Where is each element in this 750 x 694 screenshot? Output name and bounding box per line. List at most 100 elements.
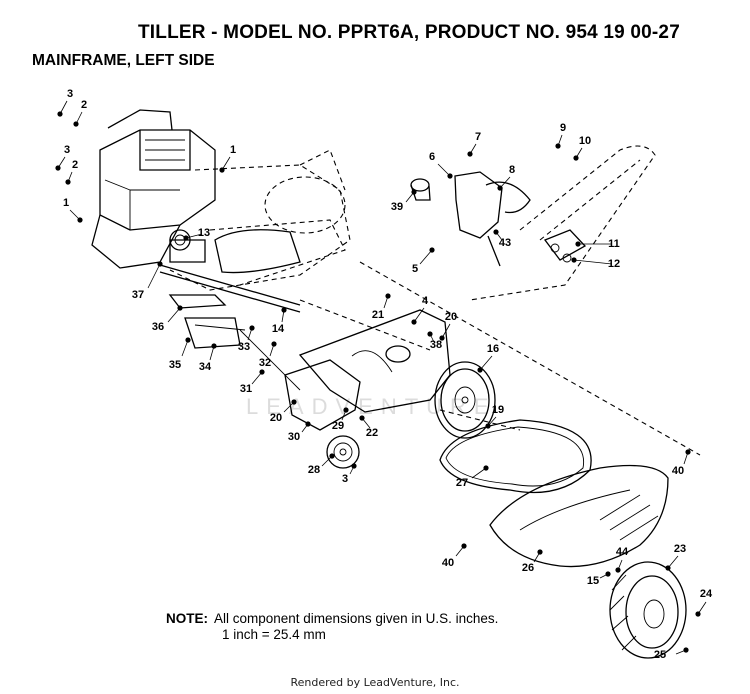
callout-number-c1b: 1: [230, 144, 236, 156]
callout-number-c6: 6: [429, 151, 435, 163]
callout-part-c13: [183, 235, 189, 241]
callout-number-c36: 36: [152, 321, 164, 333]
callout-part-c28: [329, 453, 335, 459]
callout-number-c39: 39: [391, 201, 403, 213]
callout-leader-c13: [185, 233, 203, 239]
wheel-assembly: [609, 561, 687, 659]
callout-part-c25: [683, 647, 689, 653]
callout-part-c24: [695, 611, 701, 617]
callout-part-c2b: [65, 179, 71, 185]
callout-number-c27: 27: [456, 477, 468, 489]
callout-number-c30: 30: [288, 431, 300, 443]
callout-number-c13: 13: [198, 227, 210, 239]
support-bracket: [168, 294, 301, 391]
callout-number-c1a: 1: [63, 197, 69, 209]
callout-part-c1b: [219, 167, 225, 173]
callout-number-c22: 22: [366, 427, 378, 439]
callout-part-c7: [467, 151, 473, 157]
callout-number-c5: 5: [412, 263, 418, 275]
callout-part-c30: [305, 421, 311, 427]
callout-part-c43: [493, 229, 499, 235]
callout-number-c9: 9: [560, 122, 566, 134]
callout-part-c36: [177, 305, 183, 311]
callout-part-c35: [185, 337, 191, 343]
callout-leader-c16: [479, 355, 493, 371]
callout-part-c21: [385, 293, 391, 299]
note-line-2: 1 inch = 25.4 mm: [222, 627, 326, 642]
callout-part-c6: [447, 173, 453, 179]
callout-part-c29: [343, 407, 349, 413]
callout-number-c11: 11: [608, 238, 620, 250]
callout-leader-c23: [667, 555, 679, 569]
callout-part-c20a: [439, 335, 445, 341]
callout-number-c44: 44: [616, 546, 629, 558]
callout-number-c2a: 2: [81, 99, 87, 111]
callout-part-c3c: [351, 463, 357, 469]
callout-part-c22: [359, 415, 365, 421]
callout-number-c10: 10: [579, 135, 591, 147]
callout-part-c12: [571, 257, 577, 263]
callout-number-c29: 29: [332, 420, 344, 432]
callout-part-c2a: [73, 121, 79, 127]
callout-number-c40a: 40: [672, 465, 684, 477]
callout-part-c9: [555, 143, 561, 149]
handlebar-outline: [299, 145, 701, 456]
callout-number-c8: 8: [509, 164, 515, 176]
callout-number-c3b: 3: [64, 144, 70, 156]
callout-part-c4: [411, 319, 417, 325]
callout-number-c37: 37: [132, 289, 144, 301]
belt-cover: [489, 464, 669, 568]
callout-part-c40b: [461, 543, 467, 549]
callout-part-c3b: [55, 165, 61, 171]
callout-part-c19: [485, 423, 491, 429]
callout-leader-c5: [419, 249, 433, 265]
engine-assembly: [91, 109, 216, 269]
callout-number-c40b: 40: [442, 557, 454, 569]
callout-part-c27: [483, 465, 489, 471]
callout-number-c35: 35: [169, 359, 181, 371]
callout-part-c5: [429, 247, 435, 253]
callout-number-c4: 4: [422, 295, 429, 307]
callout-part-c40a: [685, 449, 691, 455]
callout-part-c1a: [77, 217, 83, 223]
callout-part-c33: [249, 325, 255, 331]
callout-leader-c20a: [441, 323, 451, 339]
callout-number-c19: 19: [492, 404, 504, 416]
callout-part-c8: [497, 185, 503, 191]
watermark-text: LEADVENTURE: [246, 394, 497, 419]
shift-linkage: [410, 171, 587, 267]
large-pulley: [434, 361, 496, 439]
callout-number-c15: 15: [587, 575, 599, 587]
callout-part-c11: [575, 241, 581, 247]
callout-number-c20b: 20: [270, 412, 282, 424]
callout-number-c31: 31: [240, 383, 252, 395]
callout-part-c44: [615, 567, 621, 573]
callout-leader-c35: [181, 339, 189, 357]
callout-number-c28: 28: [308, 464, 320, 476]
footer-credit: Rendered by LeadVenture, Inc.: [290, 676, 460, 689]
frame-plate-left: [284, 359, 361, 469]
callout-leader-c27: [471, 467, 487, 479]
callout-part-c26: [537, 549, 543, 555]
callout-part-c39: [411, 189, 417, 195]
callout-leader-c31: [251, 371, 263, 385]
callout-number-c43: 43: [499, 237, 511, 249]
note-label: NOTE:: [166, 611, 208, 626]
callout-part-c31: [259, 369, 265, 375]
callout-part-c15: [605, 571, 611, 577]
callout-number-c20a: 20: [445, 311, 457, 323]
callout-number-c3c: 3: [342, 473, 348, 485]
callout-number-c24: 24: [700, 588, 713, 600]
callout-part-c38: [427, 331, 433, 337]
callout-number-c7: 7: [475, 131, 481, 143]
callout-part-c23: [665, 565, 671, 571]
callout-part-c20b: [291, 399, 297, 405]
callout-number-c21: 21: [372, 309, 384, 321]
callout-number-c23: 23: [674, 543, 686, 555]
note-line-1: All component dimensions given in U.S. i…: [214, 611, 499, 626]
diagram-title: TILLER - MODEL NO. PPRT6A, PRODUCT NO. 9…: [138, 22, 680, 43]
callout-leader-c4: [413, 307, 425, 323]
mainframe-housing: [159, 149, 351, 313]
callout-leader-c36: [167, 307, 181, 323]
